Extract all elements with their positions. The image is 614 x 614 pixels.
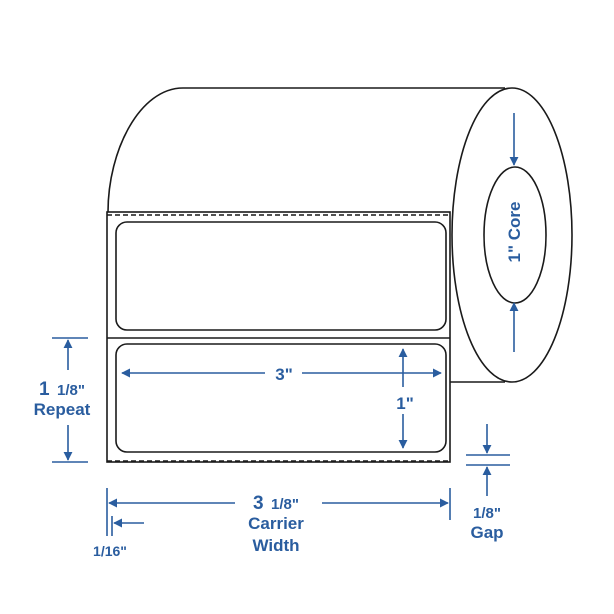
carrier-caption-2: Width (252, 536, 299, 555)
label-2 (115, 343, 447, 453)
label-height-text: 1" (396, 394, 414, 413)
roll-end-face (451, 87, 573, 383)
edge-margin-text: 1/16" (93, 543, 127, 559)
carrier-value: 3 1/8" (253, 493, 299, 514)
roll-top-curve (107, 87, 505, 213)
carrier-strip (106, 211, 451, 463)
repeat-value: 1 1/8" (39, 379, 85, 400)
repeat-caption: Repeat (34, 400, 91, 419)
label-width-text: 3" (275, 365, 293, 384)
core-label: 1" Core (505, 202, 524, 263)
label-1 (115, 221, 447, 331)
carrier-caption-1: Carrier (248, 514, 304, 533)
gap-caption: Gap (470, 523, 503, 542)
gap-value: 1/8" (473, 505, 501, 522)
